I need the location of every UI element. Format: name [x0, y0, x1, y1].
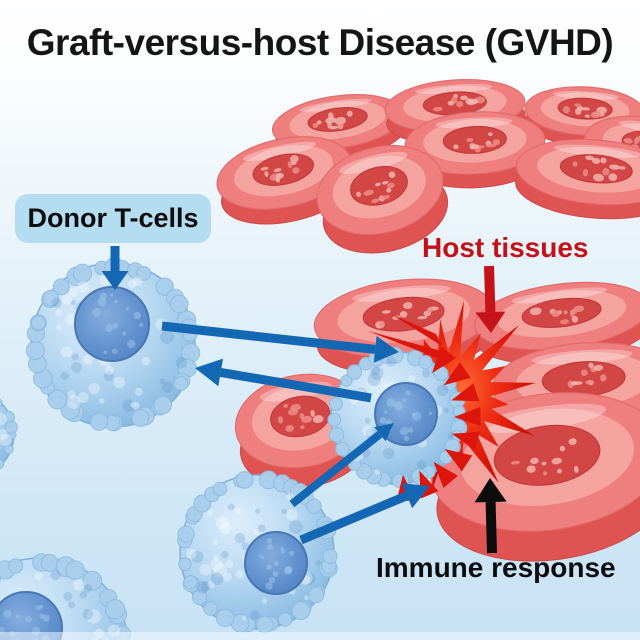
donor-tcells-label-text: Donor T-cells: [27, 203, 199, 233]
tcell-return-arrow: [195, 358, 372, 403]
host-tissue-cell: [316, 144, 449, 254]
host-tissues-label: Host tissues: [422, 232, 589, 264]
donor-tcell: [177, 470, 338, 634]
tcell-signal-arrow: [289, 423, 394, 508]
donor-tcell: [0, 553, 132, 640]
donor-tcell: [25, 257, 201, 432]
host-tissue-cluster-top: [216, 79, 640, 254]
donor-label-pointer-arrow: [101, 246, 129, 290]
bottom-highlight-strip: [0, 632, 640, 640]
immune-response-pointer-arrow: [474, 478, 507, 554]
immune-response-label: Immune response: [376, 552, 616, 584]
tcell-attack-arrow: [161, 321, 399, 363]
host-tissues-label-text: Host tissues: [422, 232, 589, 263]
tcell-attack-arrow-2: [299, 483, 430, 545]
page-title: Graft-versus-host Disease (GVHD): [26, 22, 614, 63]
donor-tcell: [0, 398, 18, 470]
host-tissues-pointer-arrow: [475, 265, 506, 333]
host-tissue-cell: [515, 138, 640, 220]
donor-tcells-label: Donor T-cells: [15, 194, 211, 243]
host-tissue-cell: [473, 281, 640, 365]
immune-response-label-text: Immune response: [376, 552, 616, 583]
